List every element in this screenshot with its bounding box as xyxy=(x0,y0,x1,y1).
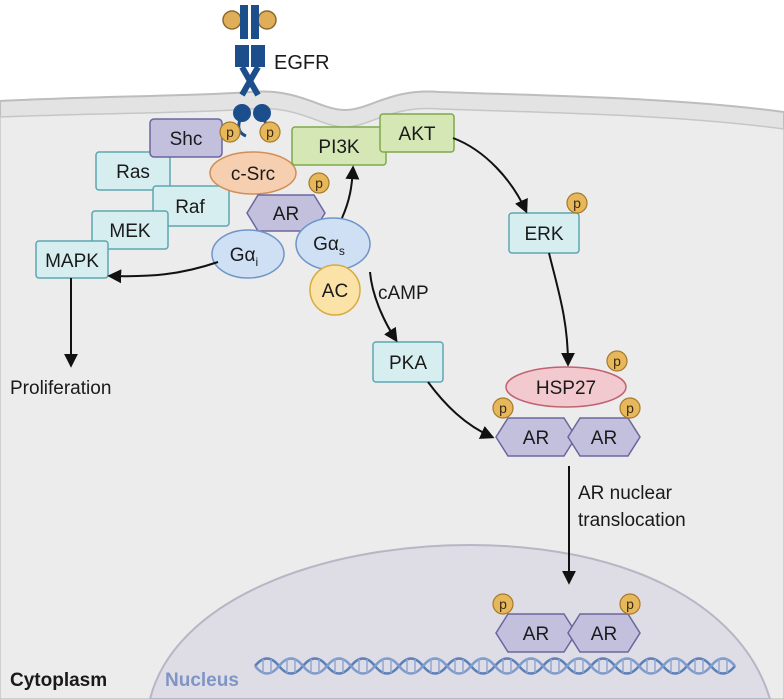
translocation-label-line2: translocation xyxy=(578,510,686,531)
phospho-badge-ar-cyto-left: p xyxy=(492,397,514,419)
dna-helix xyxy=(254,657,736,675)
ar-membrane-label: AR xyxy=(273,204,299,225)
egf-ligand-left xyxy=(222,10,242,30)
phospho-badge-hsp27: p xyxy=(606,350,628,372)
erk-box xyxy=(508,212,580,254)
svg-text:p: p xyxy=(626,596,634,612)
arrow-akt-to-erk xyxy=(452,137,528,214)
dna-strand-2 xyxy=(254,657,736,675)
svg-text:p: p xyxy=(626,400,634,416)
ac-circle xyxy=(309,264,361,316)
svg-text:p: p xyxy=(499,400,507,416)
phospho-badge-ar-nuc-left: p xyxy=(492,593,514,615)
ar-cyto-left-hex xyxy=(495,417,577,457)
egfr-label: EGFR xyxy=(274,52,330,74)
mapk-cascade: Ras Raf MEK MAPK xyxy=(35,151,230,279)
mapk-label: MAPK xyxy=(45,251,99,272)
cytoplasm-label: Cytoplasm xyxy=(10,670,107,691)
hsp27-oval xyxy=(505,366,627,408)
phospho-badge-csrc: p xyxy=(308,172,330,194)
phospho-badge-erk: p xyxy=(566,192,588,214)
pi3k-label: PI3K xyxy=(318,137,360,158)
nucleus xyxy=(148,543,772,699)
akt-box xyxy=(379,113,455,153)
phospho-badge-ar-nuc-right: p xyxy=(619,593,641,615)
pka-label: PKA xyxy=(389,353,427,374)
raf-label: Raf xyxy=(175,197,205,218)
akt-label: AKT xyxy=(399,124,436,145)
mek-label: MEK xyxy=(109,221,151,242)
svg-text:p: p xyxy=(315,175,323,191)
svg-text:p: p xyxy=(573,195,581,211)
raf-box xyxy=(152,185,230,227)
phospho-badges: p p p p p p p p xyxy=(219,121,641,615)
camp-label: cAMP xyxy=(378,283,429,304)
galpha-i-label: Gαi xyxy=(230,245,258,269)
ar-nuc-right-label: AR xyxy=(591,624,617,645)
phospho-badge-ar-cyto-right: p xyxy=(619,397,641,419)
hsp27-label: HSP27 xyxy=(536,378,596,399)
erk-label: ERK xyxy=(524,224,563,245)
svg-text:p: p xyxy=(613,353,621,369)
ar-nuc-left-label: AR xyxy=(523,624,549,645)
phospho-badge-shc-1: p xyxy=(219,121,241,143)
arrow-erk-to-hsp27 xyxy=(548,252,575,367)
dna-base-pairs xyxy=(262,659,728,673)
arrow-galpha-i-to-mapk xyxy=(107,261,219,284)
shc-label: Shc xyxy=(170,129,203,150)
arrow-galpha-s-to-pi3k xyxy=(341,165,360,219)
ras-box xyxy=(95,151,171,191)
svg-text:p: p xyxy=(226,124,234,140)
proliferation-label: Proliferation xyxy=(10,378,111,399)
nucleus-label: Nucleus xyxy=(165,670,239,691)
translocation-label-line1: AR nuclear xyxy=(578,483,673,504)
svg-text:p: p xyxy=(266,124,274,140)
arrows xyxy=(64,137,576,585)
egf-ligand-right xyxy=(257,10,277,30)
ar-nuc-left-hex xyxy=(495,613,577,653)
cytoplasm xyxy=(0,107,784,699)
galpha-s-label: Gαs xyxy=(313,234,345,258)
ac-label: AC xyxy=(322,281,348,302)
csrc-label: c-Src xyxy=(231,164,275,185)
arrow-pka-to-ar xyxy=(427,381,495,439)
cell xyxy=(0,90,784,699)
ar-cyto-left-label: AR xyxy=(523,428,549,449)
ar-cyto-right-label: AR xyxy=(591,428,617,449)
svg-text:p: p xyxy=(499,596,507,612)
pka-box xyxy=(372,341,444,383)
mek-box xyxy=(91,210,169,250)
phospho-badge-shc-2: p xyxy=(259,121,281,143)
ras-label: Ras xyxy=(116,162,150,183)
arrow-ac-to-pka xyxy=(369,271,398,343)
csrc-oval xyxy=(209,151,297,195)
galpha-i-oval xyxy=(211,229,285,279)
